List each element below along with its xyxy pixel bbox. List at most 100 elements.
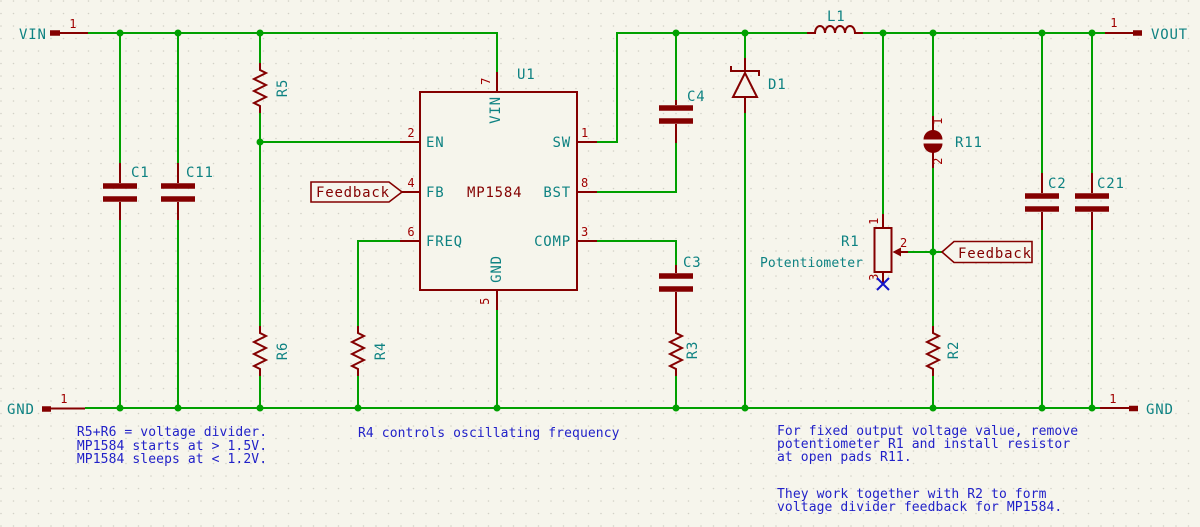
r3-reference[interactable]: R3	[685, 341, 701, 359]
vin-pin-number: 1	[69, 17, 77, 31]
resistor-zigzag	[667, 326, 685, 376]
junction-dot	[741, 29, 749, 37]
wires[interactable]	[85, 32, 1105, 409]
c2-reference[interactable]: C2	[1048, 176, 1066, 192]
power-label-vin[interactable]: VIN 1	[19, 17, 88, 43]
pin-comp-name: COMP	[534, 234, 571, 250]
capacitor-c3[interactable]: C3	[659, 255, 701, 326]
capacitor-c1[interactable]: C1	[103, 163, 149, 220]
note-line: R5+R6 = voltage divider.	[77, 425, 267, 440]
power-label-gnd-right[interactable]: GND 1	[1100, 392, 1174, 418]
pot-body[interactable]	[873, 227, 893, 273]
ic-u1[interactable]: 2 4 6 1 8 3 7 5 EN FB FREQ SW BST COMP V…	[400, 67, 597, 310]
junction-dot	[672, 404, 680, 412]
wire-comp-c3[interactable]	[597, 240, 677, 265]
no-connect-x	[876, 277, 890, 291]
l1-reference[interactable]: L1	[827, 9, 845, 25]
resistor-r6[interactable]: R6	[251, 326, 291, 376]
note-line: at open pads R11.	[777, 450, 912, 465]
note-left[interactable]: R5+R6 = voltage divider. MP1584 starts a…	[77, 425, 267, 467]
gnd-left-label: GND	[7, 402, 35, 418]
r6-reference[interactable]: R6	[275, 342, 291, 360]
junction-dot	[1038, 404, 1046, 412]
pin-gnd-number: 5	[478, 297, 492, 305]
note-line: MP1584 starts at > 1.5V.	[77, 439, 267, 454]
global-label-text: Feedback	[958, 246, 1032, 262]
ic-reference[interactable]: U1	[517, 67, 535, 83]
resistor-r2[interactable]: R2	[924, 326, 962, 376]
wire-freq-r4[interactable]	[357, 240, 400, 326]
capacitor-c2[interactable]: C2	[1025, 173, 1066, 230]
pin-fb-number: 4	[407, 176, 415, 190]
pin-gnd-name: GND	[489, 255, 505, 283]
r1-value[interactable]: Potentiometer	[760, 256, 863, 271]
c1-reference[interactable]: C1	[131, 165, 149, 181]
junction-dot	[256, 404, 264, 412]
ic-value[interactable]: MP1584	[467, 185, 522, 201]
r5-reference[interactable]: R5	[275, 79, 291, 97]
junction-dot	[741, 404, 749, 412]
resistor-zigzag	[349, 326, 367, 376]
junction-dot	[174, 29, 182, 37]
pin-fb-name: FB	[426, 185, 444, 201]
pin-sw-number: 1	[581, 126, 589, 140]
global-label-feedback-fb[interactable]: Feedback	[310, 181, 404, 203]
r1-pin3-number: 3	[867, 273, 881, 281]
potentiometer-r1[interactable]: 1 2 3 R1 Potentiometer	[760, 214, 908, 291]
wire-c4-bst[interactable]	[597, 143, 677, 193]
inductor-l1[interactable]: L1	[807, 9, 863, 34]
junction-dot	[493, 404, 501, 412]
junction-dot	[174, 404, 182, 412]
gnd-right-pin-number: 1	[1109, 392, 1117, 406]
c11-reference[interactable]: C11	[186, 165, 214, 181]
note-line: They work together with R2 to form	[777, 487, 1047, 502]
junction-dot	[879, 29, 887, 37]
pin-sw-name: SW	[553, 135, 571, 151]
pin-bst-name: BST	[543, 185, 571, 201]
power-label-vout[interactable]: VOUT 1	[1105, 16, 1188, 43]
r1-pin1-number: 1	[867, 217, 881, 225]
pin-freq-name: FREQ	[426, 234, 463, 250]
note-line: For fixed output voltage value, remove	[777, 424, 1078, 439]
r11-reference[interactable]: R11	[955, 135, 983, 151]
note-line: MP1584 sleeps at < 1.2V.	[77, 452, 267, 467]
gnd-right-label: GND	[1146, 402, 1174, 418]
r2-reference[interactable]: R2	[946, 341, 962, 359]
capacitor-c11[interactable]: C11	[161, 163, 214, 220]
r11-pin2-number: 2	[931, 157, 945, 165]
wire-sw-rail[interactable]	[597, 32, 807, 143]
jumper-r11[interactable]: 1 2 R11	[923, 116, 983, 168]
resistor-r5[interactable]: R5	[251, 63, 291, 113]
wire-vin-rail[interactable]	[88, 32, 498, 74]
capacitor-c21[interactable]: C21	[1075, 173, 1125, 230]
note-right[interactable]: For fixed output voltage value, remove p…	[777, 424, 1078, 515]
capacitor-c4[interactable]: C4	[659, 89, 705, 143]
diode-d1[interactable]: D1	[730, 58, 786, 113]
r1-reference[interactable]: R1	[841, 234, 859, 250]
resistor-r3[interactable]: R3	[667, 326, 701, 376]
c3-reference[interactable]: C3	[683, 255, 701, 271]
junction-dot	[672, 29, 680, 37]
jumper-pad-bottom	[923, 143, 943, 153]
junction-dot	[256, 138, 264, 146]
c4-reference[interactable]: C4	[687, 89, 705, 105]
resistor-zigzag	[251, 326, 269, 376]
resistor-r4[interactable]: R4	[349, 326, 389, 376]
junction-dot	[929, 248, 937, 256]
note-middle[interactable]: R4 controls oscillating frequency	[358, 426, 620, 441]
pin-freq-number: 6	[407, 225, 415, 239]
d1-reference[interactable]: D1	[768, 77, 786, 93]
junction-dot	[929, 29, 937, 37]
pin-en-number: 2	[407, 126, 415, 140]
note-line: potentiometer R1 and install resistor	[777, 437, 1070, 452]
jumper-pad-top	[923, 130, 943, 140]
global-label-feedback-divider[interactable]: Feedback	[940, 240, 1033, 264]
r4-reference[interactable]: R4	[373, 342, 389, 360]
ic-body[interactable]	[419, 91, 578, 291]
power-label-gnd-left[interactable]: GND 1	[7, 392, 85, 418]
c21-reference[interactable]: C21	[1097, 176, 1125, 192]
junction-dot	[116, 404, 124, 412]
vin-label: VIN	[19, 27, 47, 43]
